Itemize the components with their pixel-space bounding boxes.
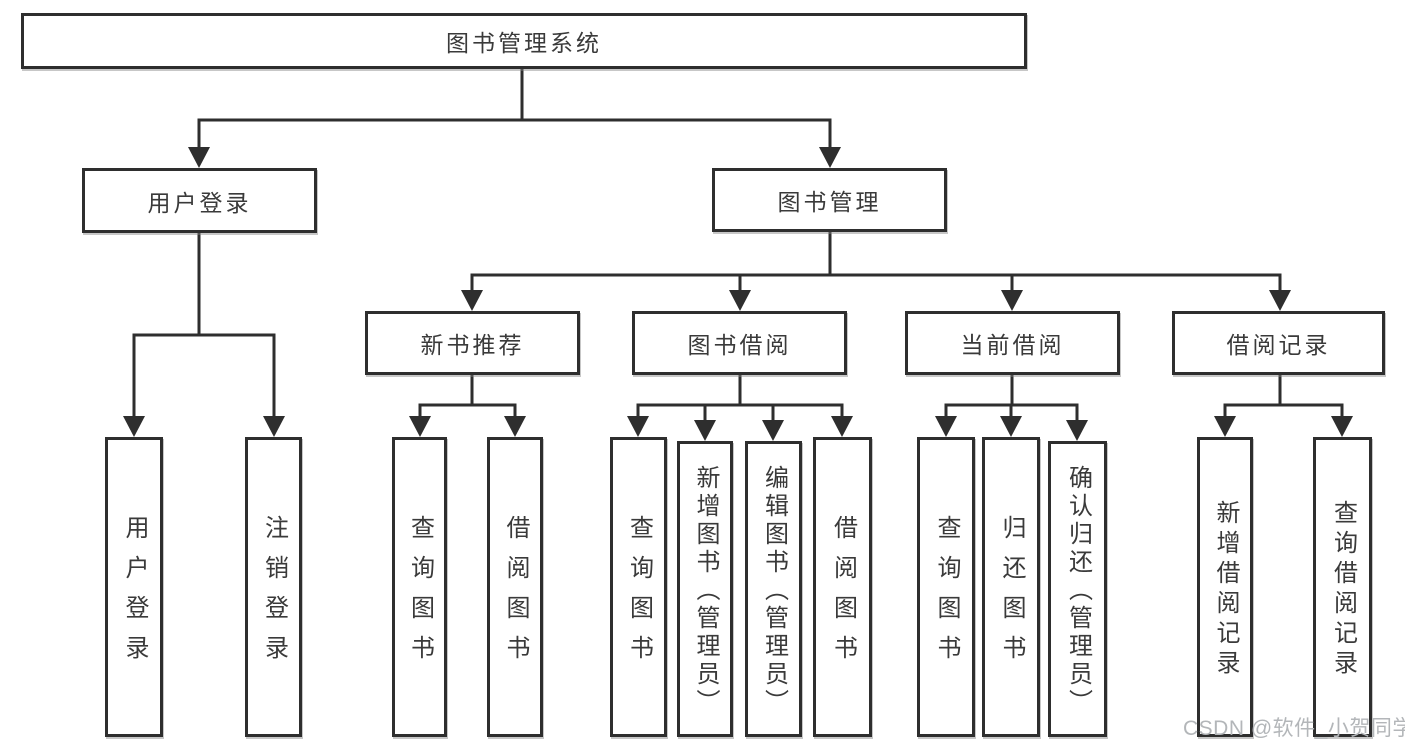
node-user-login-label: 用户登录 — [147, 189, 252, 216]
node-book-management: 图书管理 — [712, 168, 947, 232]
leaf-add-books-admin: 新增图书（管理员） — [677, 441, 733, 737]
node-root: 图书管理系统 — [21, 13, 1027, 69]
node-root-label: 图书管理系统 — [446, 30, 602, 56]
leaf-newbook-borrow-books: 借阅图书 — [487, 437, 543, 737]
leaf-query-borrow-record-label: 查询借阅记录 — [1329, 500, 1357, 680]
leaf-newbook-query-books: 查询图书 — [392, 437, 447, 737]
leaf-logout: 注销登录 — [245, 437, 302, 737]
leaf-add-books-admin-label: 新增图书（管理员） — [692, 465, 719, 717]
leaf-edit-books-admin: 编辑图书（管理员） — [745, 441, 802, 737]
leaf-return-books: 归还图书 — [982, 437, 1040, 737]
leaf-user-login-label: 用户登录 — [121, 515, 148, 675]
csdn-watermark: CSDN @软件_小贺同学 — [1183, 717, 1405, 740]
leaf-add-borrow-record-label: 新增借阅记录 — [1212, 500, 1239, 680]
node-new-book-recommend-label: 新书推荐 — [420, 332, 525, 358]
leaf-user-login: 用户登录 — [105, 437, 163, 737]
leaf-borrowing-query-books-label: 查询图书 — [625, 515, 653, 675]
node-book-management-label: 图书管理 — [777, 189, 882, 215]
leaf-newbook-borrow-books-label: 借阅图书 — [502, 515, 529, 675]
node-new-book-recommend: 新书推荐 — [365, 311, 580, 375]
leaf-newbook-query-books-label: 查询图书 — [406, 515, 434, 675]
node-borrowing-records-label: 借阅记录 — [1226, 332, 1331, 358]
leaf-current-query-books: 查询图书 — [917, 437, 975, 737]
node-current-borrowing-label: 当前借阅 — [960, 332, 1065, 358]
leaf-borrowing-borrow-books-label: 借阅图书 — [829, 515, 857, 675]
leaf-query-borrow-record: 查询借阅记录 — [1313, 437, 1372, 737]
node-user-login: 用户登录 — [82, 168, 317, 233]
leaf-borrowing-query-books: 查询图书 — [610, 437, 667, 737]
node-borrowing-records: 借阅记录 — [1172, 311, 1385, 375]
leaf-logout-label: 注销登录 — [260, 515, 288, 675]
leaf-current-query-books-label: 查询图书 — [933, 515, 960, 675]
leaf-borrowing-borrow-books: 借阅图书 — [813, 437, 872, 737]
leaf-edit-books-admin-label: 编辑图书（管理员） — [760, 465, 788, 717]
leaf-confirm-return-admin-label: 确认归还（管理员） — [1064, 465, 1092, 717]
leaf-return-books-label: 归还图书 — [998, 515, 1025, 675]
leaf-confirm-return-admin: 确认归还（管理员） — [1048, 441, 1107, 737]
node-current-borrowing: 当前借阅 — [905, 311, 1120, 375]
node-book-borrowing-label: 图书借阅 — [687, 332, 792, 358]
node-book-borrowing: 图书借阅 — [632, 311, 847, 375]
leaf-add-borrow-record: 新增借阅记录 — [1197, 437, 1253, 737]
